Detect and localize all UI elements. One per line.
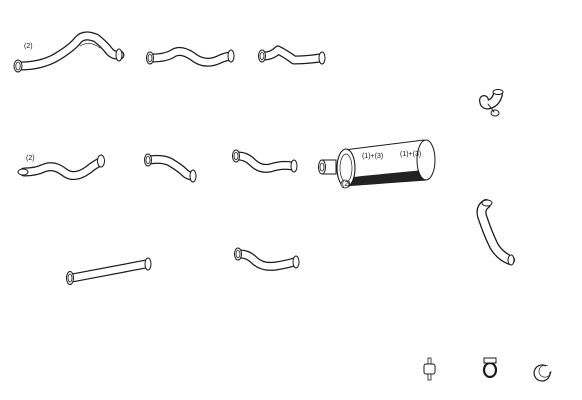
exhaust-pipe-wave-1[interactable] xyxy=(144,153,197,183)
exhaust-pipe-s-bend[interactable] xyxy=(146,46,235,67)
muffler-label-a: (1)+(3) xyxy=(362,153,383,160)
exhaust-pipe-double-bend[interactable]: (2) xyxy=(13,31,125,73)
exhaust-pipe-wave-3[interactable] xyxy=(234,247,300,271)
part-label: (2) xyxy=(24,43,33,50)
muffler-label-b: (1)+(3) xyxy=(400,151,421,158)
straight-pipe[interactable] xyxy=(66,257,152,285)
rear-muffler[interactable]: (1)+(3) (1)+(3) (2) xyxy=(318,139,436,189)
exhaust-pipe-front-bend[interactable]: (2) xyxy=(17,154,105,180)
exhaust-pipe-wave-2[interactable] xyxy=(232,149,298,173)
tail-pipe[interactable] xyxy=(476,199,515,266)
exhaust-elbow[interactable] xyxy=(479,89,504,117)
pipe-clamp[interactable] xyxy=(482,357,498,379)
part-label: (2) xyxy=(26,155,35,162)
muffler-inlet-label: (2) xyxy=(342,181,351,188)
exhaust-pipe-short-bend[interactable] xyxy=(258,45,326,65)
rubber-mount[interactable] xyxy=(423,357,436,381)
clip-ring[interactable] xyxy=(533,364,552,382)
